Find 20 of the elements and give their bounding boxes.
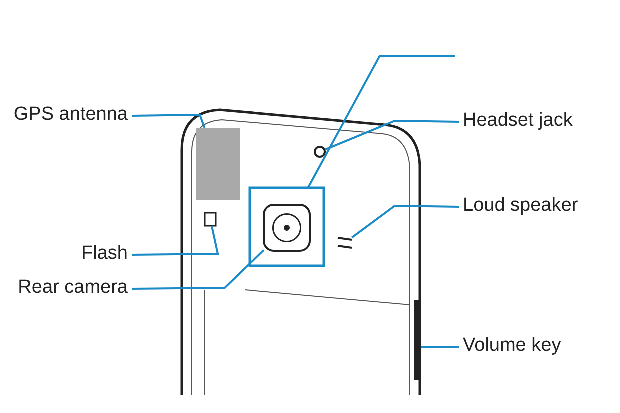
part-label: GPS antenna <box>14 104 128 126</box>
camera-module <box>263 204 311 252</box>
leader-line <box>324 120 460 151</box>
leader-line <box>132 250 265 290</box>
leader-line <box>132 114 206 128</box>
leader-line <box>132 226 220 256</box>
leader-line <box>307 55 455 188</box>
leader-line <box>351 205 460 239</box>
part-label: Volume key <box>463 335 562 357</box>
antenna-area <box>196 128 240 200</box>
part-label: Headset jack <box>463 110 573 132</box>
leader-line <box>421 346 459 348</box>
part-label: Rear camera <box>18 277 128 299</box>
flash-window <box>204 212 217 227</box>
part-label: Loud speaker <box>463 195 578 217</box>
speaker-grille <box>337 237 353 249</box>
jack-hole <box>314 146 326 158</box>
part-label: Flash <box>82 243 128 265</box>
side-key <box>414 300 421 380</box>
glow-ring <box>248 186 326 268</box>
